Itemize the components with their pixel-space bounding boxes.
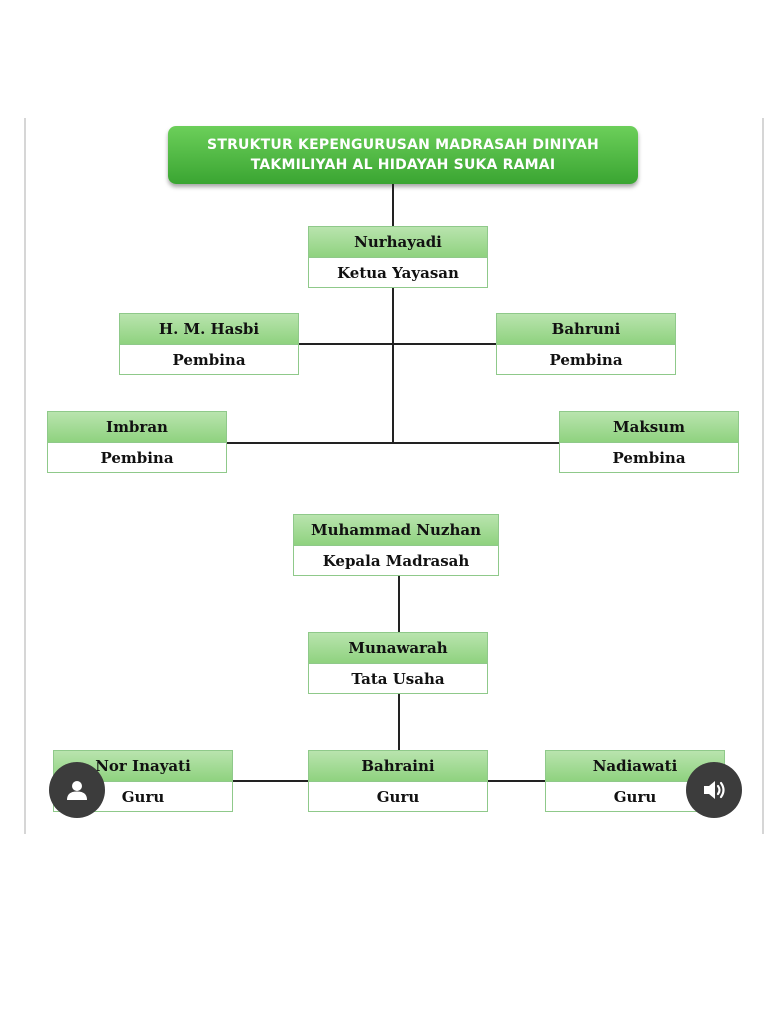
node-pembina-imbran: Imbran Pembina	[47, 411, 227, 473]
node-name: Nurhayadi	[309, 227, 487, 258]
node-name: Muhammad Nuzhan	[294, 515, 498, 546]
node-role: Guru	[613, 787, 657, 806]
node-role: Pembina	[100, 448, 174, 467]
user-icon	[67, 781, 87, 800]
node-name: Munawarah	[309, 633, 487, 664]
node-pembina-bahruni: Bahruni Pembina	[496, 313, 676, 375]
speaker-icon	[704, 781, 725, 799]
page-border-left	[24, 118, 26, 834]
node-ketua-yayasan: Nurhayadi Ketua Yayasan	[308, 226, 488, 288]
node-name: Bahraini	[309, 751, 487, 782]
connector-kepala-tatausaha	[398, 576, 400, 632]
connector-ketua-trunk	[392, 287, 394, 443]
chart-title-line-1: STRUKTUR KEPENGURUSAN MADRASAH DINIYAH	[207, 137, 599, 153]
node-role: Pembina	[549, 350, 623, 369]
node-role: Pembina	[172, 350, 246, 369]
node-kepala-madrasah: Muhammad Nuzhan Kepala Madrasah	[293, 514, 499, 576]
node-role: Guru	[121, 787, 165, 806]
node-role: Kepala Madrasah	[322, 551, 470, 570]
node-pembina-hasbi: H. M. Hasbi Pembina	[119, 313, 299, 375]
node-role: Ketua Yayasan	[337, 263, 459, 282]
node-role: Tata Usaha	[351, 669, 445, 688]
node-name: Bahruni	[497, 314, 675, 345]
chart-title-line-2: TAKMILIYAH AL HIDAYAH SUKA RAMAI	[250, 157, 556, 173]
node-role: Guru	[376, 787, 420, 806]
page-border-right	[762, 118, 764, 834]
connector-title-ketua	[392, 184, 394, 226]
connector-pembina-row1	[298, 343, 496, 345]
node-name: Maksum	[560, 412, 738, 443]
node-tata-usaha: Munawarah Tata Usaha	[308, 632, 488, 694]
node-name: H. M. Hasbi	[120, 314, 298, 345]
connector-pembina-row2	[227, 442, 559, 444]
connector-tatausaha-guru	[398, 694, 400, 750]
chart-title: STRUKTUR KEPENGURUSAN MADRASAH DINIYAH T…	[168, 126, 638, 184]
user-button[interactable]	[49, 762, 105, 818]
node-pembina-maksum: Maksum Pembina	[559, 411, 739, 473]
node-name: Imbran	[48, 412, 226, 443]
node-role: Pembina	[612, 448, 686, 467]
node-name: Nadiawati	[546, 751, 724, 782]
audio-button[interactable]	[686, 762, 742, 818]
node-guru-bahraini: Bahraini Guru	[308, 750, 488, 812]
